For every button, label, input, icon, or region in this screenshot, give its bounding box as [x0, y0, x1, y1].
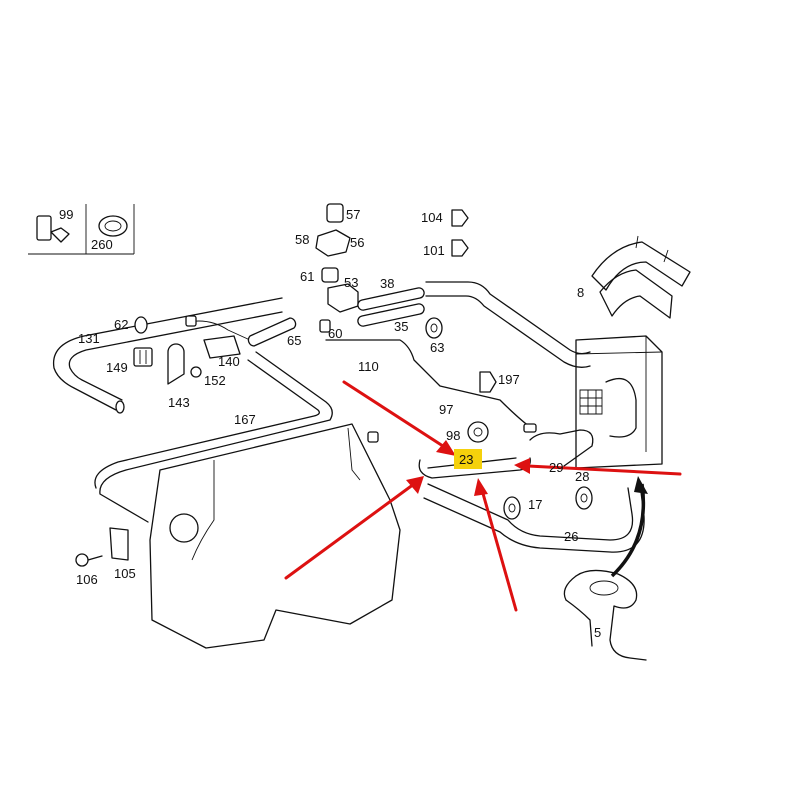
red-arrow-4 — [526, 464, 682, 476]
pointer-to-part-5 — [610, 483, 646, 578]
brackets — [133, 343, 202, 385]
red-arrows — [284, 380, 682, 612]
label-56: 56 — [350, 235, 364, 250]
part-23-highlight — [454, 449, 482, 469]
label-17: 17 — [528, 497, 542, 512]
sensor-140 — [185, 315, 251, 359]
part-260-shape — [98, 215, 128, 237]
part-152-shape — [190, 366, 202, 378]
hose-167 — [94, 351, 333, 523]
label-197: 197 — [498, 372, 520, 387]
hose-131 — [52, 297, 283, 414]
red-arrow-1 — [342, 380, 448, 450]
part-143-shape — [167, 343, 185, 385]
label-38: 38 — [380, 276, 394, 291]
inset-box — [28, 204, 135, 255]
label-131: 131 — [78, 331, 100, 346]
part-8-housing — [591, 235, 691, 319]
part-labels: 99 260 57 58 56 104 101 61 53 38 8 62 13… — [59, 207, 601, 640]
clips — [451, 209, 469, 257]
label-58: 58 — [295, 232, 309, 247]
label-99: 99 — [59, 207, 73, 222]
label-61: 61 — [300, 269, 314, 284]
label-29: 29 — [549, 460, 563, 475]
valve-assembly — [315, 203, 359, 333]
short-hoses — [357, 287, 443, 339]
red-arrow-2 — [284, 482, 416, 580]
engine-block — [149, 423, 401, 649]
part-65-shape — [247, 317, 297, 347]
label-98: 98 — [446, 428, 460, 443]
label-28: 28 — [575, 469, 589, 484]
label-143: 143 — [168, 395, 190, 410]
label-23: 23 — [459, 452, 473, 467]
part-98-shape — [467, 421, 489, 443]
label-105: 105 — [114, 566, 136, 581]
label-149: 149 — [106, 360, 128, 375]
label-140: 140 — [218, 354, 240, 369]
label-110: 110 — [358, 359, 379, 374]
part-38-shape — [357, 287, 425, 311]
label-65: 65 — [287, 333, 301, 348]
bracket-105 — [109, 527, 129, 561]
label-63: 63 — [430, 340, 444, 355]
upper-hose — [425, 281, 591, 368]
label-260: 260 — [91, 237, 113, 252]
part-197-shape — [479, 371, 497, 393]
part-5-duct — [563, 569, 647, 661]
part-149-shape — [133, 347, 153, 367]
part-28-shape — [575, 486, 593, 510]
label-26: 26 — [564, 529, 578, 544]
label-5: 5 — [594, 625, 601, 640]
label-60: 60 — [328, 326, 342, 341]
label-167: 167 — [234, 412, 256, 427]
red-arrow-3 — [480, 488, 518, 612]
label-53: 53 — [344, 275, 358, 290]
label-57: 57 — [346, 207, 360, 222]
label-35: 35 — [394, 319, 408, 334]
part-35-shape — [357, 303, 425, 327]
label-62: 62 — [114, 317, 128, 332]
part-63-shape — [425, 317, 443, 339]
part-17-shape — [503, 496, 521, 520]
part-99-shape — [36, 215, 52, 241]
label-152: 152 — [204, 373, 226, 388]
label-8: 8 — [577, 285, 584, 300]
part-62-shape — [134, 316, 148, 334]
hose-26 — [423, 483, 645, 553]
part-60-shape — [319, 319, 331, 333]
label-104: 104 — [421, 210, 443, 225]
part-57-shape — [326, 203, 344, 223]
part-101-shape — [451, 239, 469, 257]
label-106: 106 — [76, 572, 98, 587]
part-61-shape — [321, 267, 339, 283]
part-104-shape — [451, 209, 469, 227]
bolt-106 — [75, 553, 103, 567]
heater-core — [575, 335, 663, 469]
label-101: 101 — [423, 243, 445, 258]
hose-29 — [529, 429, 594, 467]
label-97: 97 — [439, 402, 453, 417]
part-56-shape — [315, 229, 351, 257]
tube-110 — [325, 339, 537, 433]
